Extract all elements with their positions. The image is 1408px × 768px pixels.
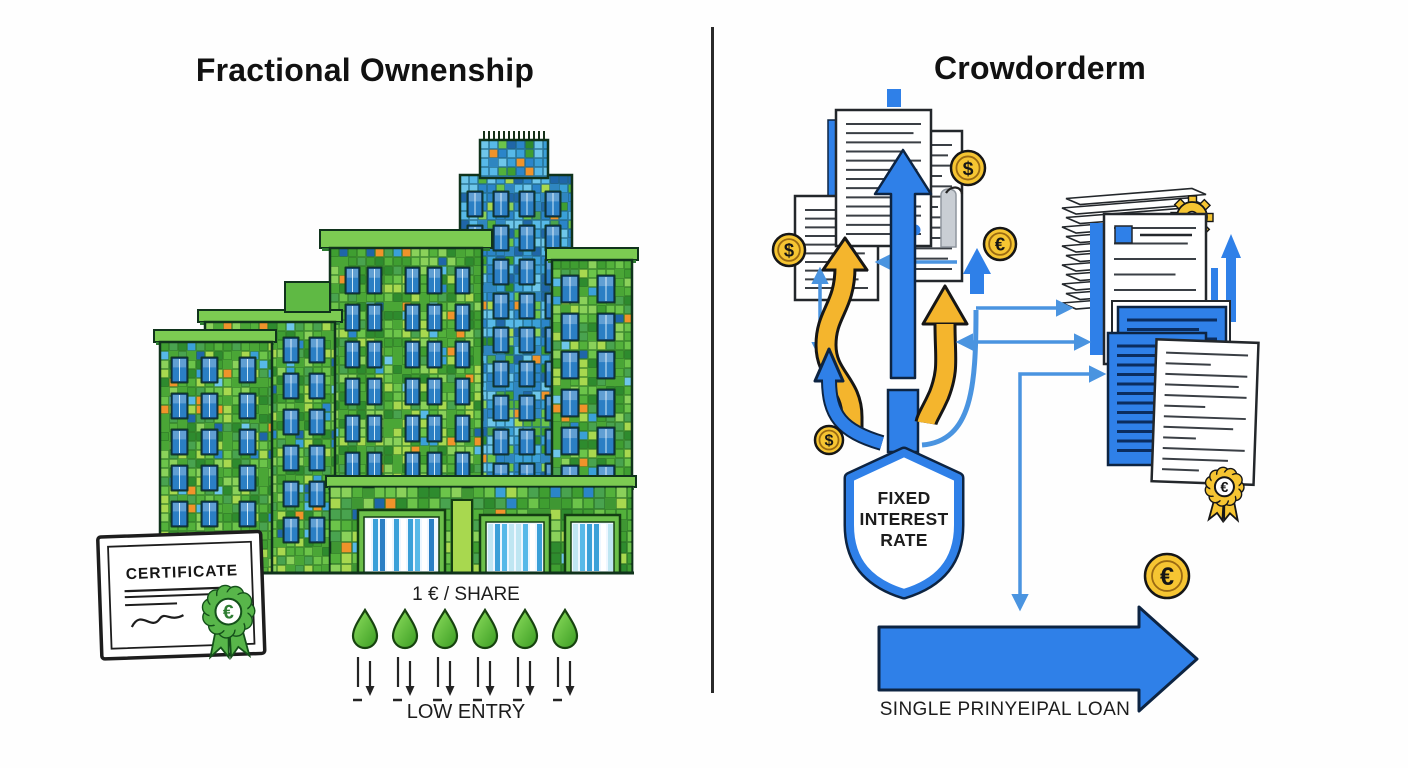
euro-coin-icon: €: [1143, 552, 1191, 600]
growth-arrow-icon: [1211, 234, 1241, 322]
drip-arrow-icon: [393, 657, 415, 702]
certificate-line: [125, 602, 178, 607]
droplet-icon: [551, 607, 579, 650]
shield-text-line3: RATE: [880, 530, 928, 550]
svg-text:€: €: [995, 233, 1005, 254]
small-up-arrow-icon: [963, 248, 991, 294]
droplet-icon: [511, 607, 539, 650]
svg-text:$: $: [825, 432, 834, 450]
drip-arrow-icon: [553, 657, 575, 702]
svg-text:€: €: [223, 601, 235, 623]
dollar-coin-icon: $: [771, 232, 807, 268]
svg-text:$: $: [963, 158, 974, 180]
document-shadow: [1090, 223, 1104, 355]
drip-arrow-icon: [433, 657, 455, 702]
drip-arrow-icon: [353, 657, 375, 702]
droplet-icon: [471, 607, 499, 650]
certificate-line: [124, 586, 227, 593]
certificate-inner-border: [107, 540, 256, 650]
price-label: 1 € / SHARE: [412, 584, 520, 605]
bookmark-curl: [945, 186, 964, 195]
droplet-icon: [431, 607, 459, 650]
bookmark-icon: [940, 188, 957, 248]
droplets-illustration: [351, 607, 579, 702]
blue-tab-icon: [887, 89, 901, 107]
loan-label: SINGLE PRINYEIPAL LOAN: [879, 699, 1131, 720]
svg-text:€: €: [1160, 563, 1174, 591]
payout-elbow-arrow-icon: [1011, 365, 1107, 612]
shield-text-line2: INTEREST: [860, 509, 949, 529]
yield-arrow-icon: [814, 236, 869, 429]
drip-arrow-icon: [513, 657, 535, 702]
shield-border: [846, 449, 962, 597]
certificate-label: CERTIFICATE: [126, 562, 239, 583]
right-panel-title: Crowdorderm: [934, 50, 1146, 86]
investment-up-arrow-icon: [873, 148, 933, 380]
svg-text:€: €: [1220, 480, 1229, 496]
droplet-icon: [351, 607, 379, 650]
certificate-seal-icon: €: [201, 584, 256, 660]
certificate-icon: CERTIFICATE €: [96, 529, 267, 661]
curved-up-arrow-icon: [813, 347, 885, 451]
principal-loan-arrow-icon: [877, 605, 1199, 713]
gold-seal-icon: €: [1204, 466, 1245, 524]
signature-icon: [130, 614, 184, 628]
droplet-icon: [391, 607, 419, 650]
yield-arrow-icon: [914, 284, 969, 426]
euro-coin-icon: €: [982, 226, 1018, 262]
pool-block-icon: [886, 388, 920, 454]
entry-label: LOW ENTRY: [406, 701, 526, 723]
building-illustration: [153, 131, 639, 575]
panel-divider: [711, 27, 714, 693]
dollar-coin-icon: $: [949, 149, 987, 187]
shield-text-line1: FIXED: [877, 488, 930, 508]
left-panel-title: Fractional Ownenship: [195, 52, 535, 88]
drip-arrow-icon: [473, 657, 495, 702]
svg-text:$: $: [784, 239, 794, 260]
loan-certificate-icon: €: [1150, 338, 1260, 524]
flow-diagram: $ $ € $ € FIXED INTEREST RATE €: [771, 89, 1260, 713]
dollar-coin-icon: $: [813, 424, 845, 456]
